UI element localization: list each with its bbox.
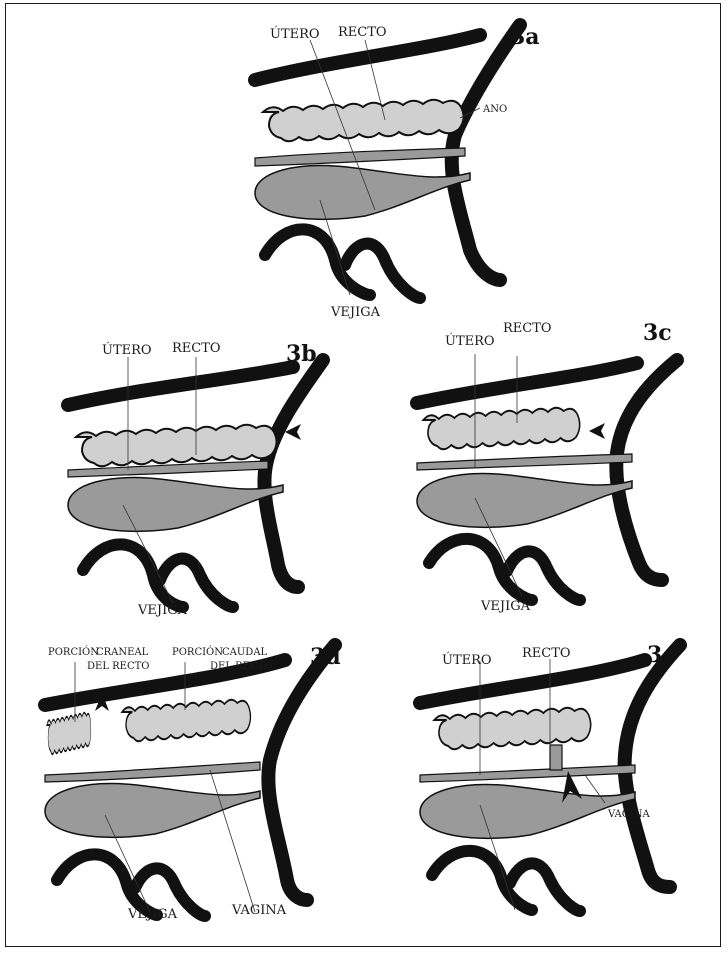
label-porcion-caudal: PORCIÓN — [172, 646, 223, 658]
abdominal-wall — [417, 363, 637, 403]
label-vagina-3e: VAGINA — [607, 809, 650, 820]
panel-tag-3a: 3a — [510, 24, 540, 50]
label-ano-3a: ANO — [482, 104, 507, 115]
bladder — [420, 785, 635, 839]
pelvic-bone — [265, 229, 370, 295]
panel-3a — [255, 25, 520, 298]
vagina-leader — [210, 770, 255, 912]
rectovaginal-fistula — [550, 745, 562, 770]
rectum — [423, 408, 579, 450]
panel-3e — [420, 645, 680, 911]
label-utero-3b: ÚTERO — [102, 341, 152, 358]
vagina — [417, 454, 632, 470]
label-del-recto-caudal: DEL RECTO — [210, 661, 273, 672]
label-vejiga-3b: VEJIGA — [137, 603, 188, 618]
label-utero-3a: ÚTERO — [270, 25, 320, 42]
rectum — [263, 100, 464, 142]
label-vejiga-3d: VEJIGA — [127, 907, 178, 922]
panel-3d — [45, 645, 335, 916]
bladder — [255, 166, 470, 220]
label-caudal: CAUDAL — [222, 647, 268, 658]
panel-tag-3d: 3d — [310, 644, 341, 670]
label-recto-3e: RECTO — [522, 646, 571, 661]
label-porcion-craneal: PORCIÓN — [48, 646, 99, 658]
vagina — [45, 762, 260, 782]
label-utero-3c: ÚTERO — [445, 332, 495, 349]
label-craneal: CRANEAL — [96, 647, 149, 658]
panel-tag-3e: 3e — [647, 642, 676, 668]
label-recto-3a: RECTO — [338, 25, 387, 40]
panel-tag-3c: 3c — [643, 320, 672, 346]
pelvic-bone — [429, 539, 532, 600]
label-vejiga-3a: VEJIGA — [330, 305, 381, 320]
rectum — [76, 425, 277, 467]
vagina — [255, 148, 465, 166]
label-recto-3c: RECTO — [503, 321, 552, 336]
rectum-cranial — [47, 713, 91, 755]
dorsal-wall — [616, 360, 677, 580]
rectum — [434, 708, 590, 750]
dorsal-wall — [264, 360, 323, 587]
panel-3c — [417, 354, 677, 600]
label-utero-3e: ÚTERO — [442, 651, 492, 668]
panel-tag-3b: 3b — [286, 341, 317, 367]
arrowhead-icon — [589, 423, 605, 439]
abdominal-wall — [68, 367, 293, 405]
rectum-caudal — [122, 700, 250, 742]
bladder — [45, 784, 260, 838]
vagina — [420, 765, 635, 782]
panel-3b — [68, 357, 323, 607]
label-del-recto-craneal: DEL RECTO — [87, 661, 150, 672]
label-vejiga-3c: VEJIGA — [480, 599, 531, 614]
bladder — [68, 478, 283, 532]
label-recto-3b: RECTO — [172, 341, 221, 356]
bladder — [417, 474, 632, 528]
label-vagina-3d: VAGINA — [231, 903, 287, 918]
dorsal-wall — [268, 645, 335, 900]
